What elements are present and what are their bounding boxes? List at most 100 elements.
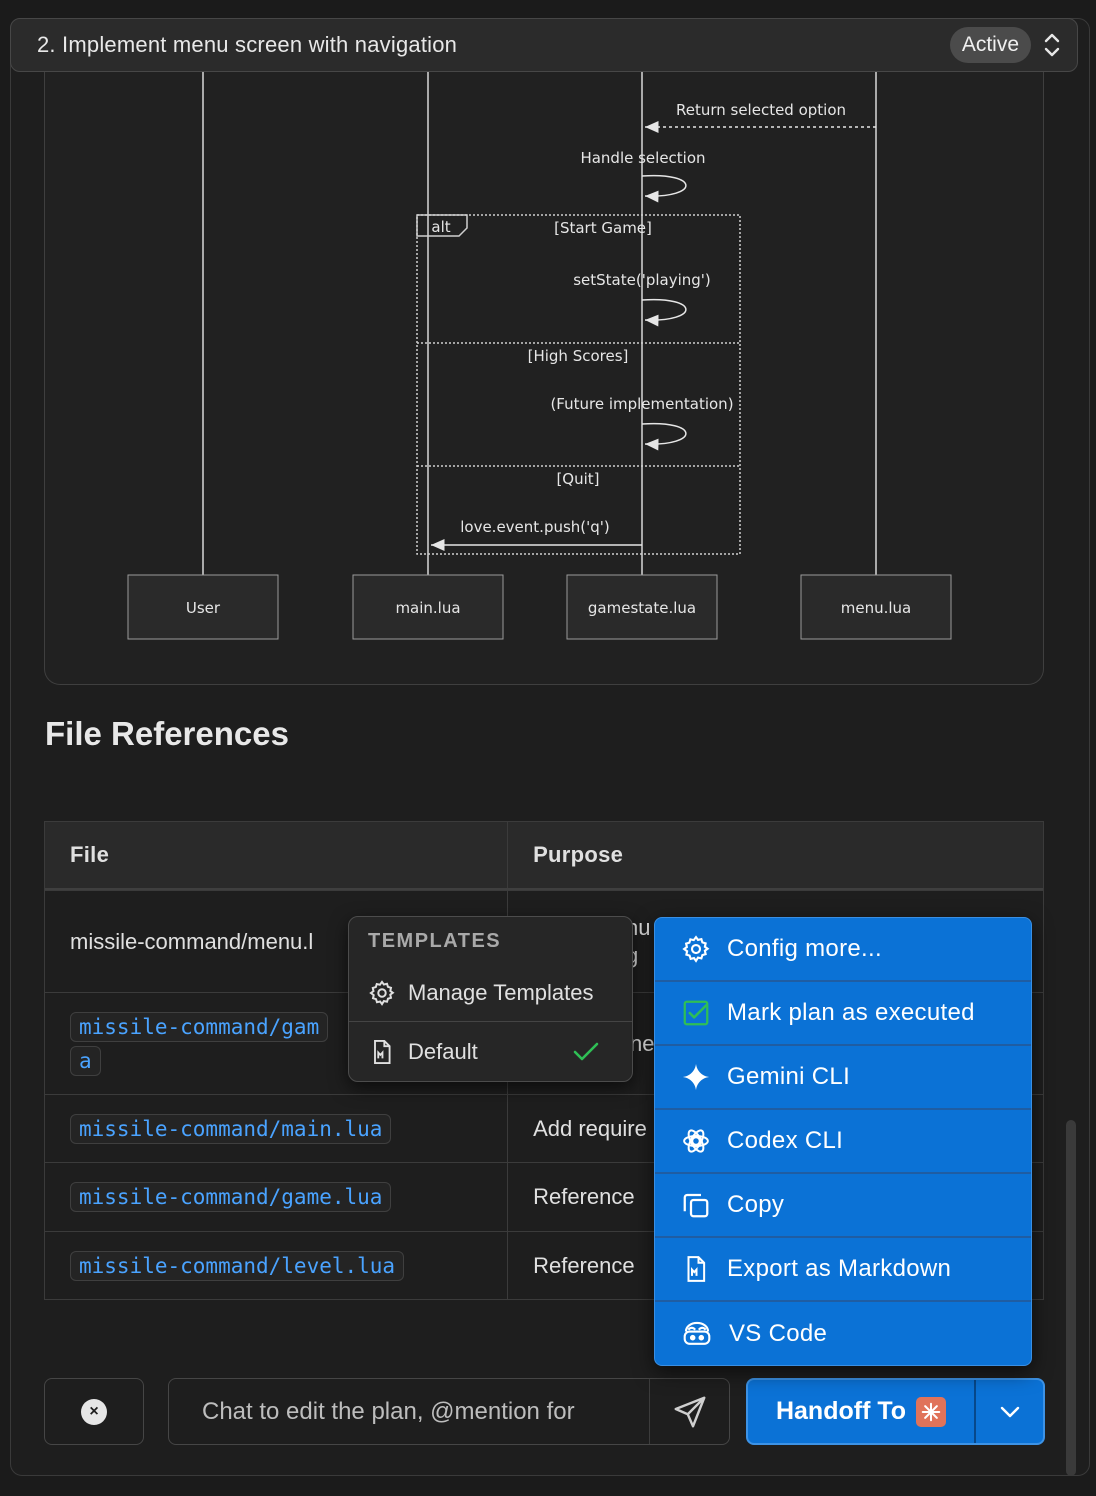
manage-templates-item[interactable]: Manage Templates: [349, 967, 632, 1019]
table-row: missile-command/menu.l nu g: [45, 890, 1043, 992]
file-cell: missile-command/main.lua: [45, 1095, 509, 1162]
markdown-file-icon: [687, 1256, 706, 1282]
send-button[interactable]: [649, 1379, 729, 1444]
self-arrow-handle-selection: [641, 174, 687, 203]
participant-menu: [800, 574, 952, 640]
message-future: (Future implementation): [550, 395, 733, 413]
purpose-cell: ne: [508, 993, 1043, 1094]
file-cell: missile-command/game.lua: [45, 1163, 509, 1231]
menu-item-codex-cli[interactable]: Codex CLI: [655, 1110, 1031, 1174]
menu-item-label: Gemini CLI: [727, 1063, 851, 1090]
alt-fragment-tab: [416, 214, 468, 237]
participant-user: [127, 574, 279, 640]
file-references-table: File Purpose missile-command/menu.l nu g…: [44, 821, 1044, 1300]
participant-user-label: User: [186, 599, 221, 617]
menu-item-vs-code[interactable]: VS Code: [655, 1302, 1031, 1365]
divider: [349, 1021, 632, 1022]
bottom-bar: × Handoff To: [0, 1378, 1096, 1446]
table-header: File Purpose: [45, 822, 1043, 890]
self-arrow-set-state: [641, 298, 687, 327]
copy-icon: [683, 1193, 709, 1218]
menu-item-copy[interactable]: Copy: [655, 1174, 1031, 1238]
message-handle-selection: Handle selection: [580, 149, 705, 167]
chevron-up-down-icon[interactable]: [1041, 29, 1063, 61]
default-template-item[interactable]: Default: [349, 1026, 632, 1078]
participant-gamestate: [566, 574, 718, 640]
handoff-split-button: Handoff To: [746, 1378, 1045, 1445]
column-header-file: File: [45, 822, 509, 888]
send-icon: [674, 1396, 705, 1427]
menu-item-export-markdown[interactable]: Export as Markdown: [655, 1238, 1031, 1302]
claude-icon: [916, 1396, 947, 1427]
handoff-dropdown-button[interactable]: [976, 1380, 1043, 1443]
markdown-file-icon: [374, 1039, 391, 1065]
handoff-button[interactable]: Handoff To: [748, 1380, 976, 1443]
menu-item-label: Export as Markdown: [727, 1255, 952, 1282]
handoff-menu: Config more... Mark plan as executed Gem…: [654, 917, 1032, 1366]
alt-fragment: [416, 214, 741, 555]
file-link[interactable]: missile-command/level.lua: [70, 1250, 405, 1281]
gear-icon: [369, 980, 395, 1006]
templates-label: TEMPLATES: [368, 930, 502, 952]
alt-start-game: [Start Game]: [554, 219, 652, 237]
alt-high-scores: [High Scores]: [528, 347, 629, 365]
file-cell: missile-command/level.lua: [45, 1232, 509, 1299]
menu-item-label: Codex CLI: [727, 1127, 844, 1154]
templates-popup: TEMPLATES Manage Templates Default: [348, 916, 633, 1082]
status-badge[interactable]: Active: [949, 27, 1031, 63]
column-header-purpose: Purpose: [533, 842, 624, 867]
table-row: missile-command/main.lua Add require: [45, 1094, 1043, 1162]
chat-input-box: [168, 1378, 730, 1445]
self-arrow-future: [641, 422, 687, 451]
menu-item-label: VS Code: [729, 1320, 828, 1347]
message-love-event: love.event.push('q'): [460, 518, 610, 536]
purpose-text: ne: [629, 1030, 655, 1056]
handoff-label: Handoff To: [775, 1397, 907, 1425]
cancel-button[interactable]: ×: [44, 1378, 144, 1445]
gemini-icon: [682, 1063, 710, 1091]
menu-item-label: Mark plan as executed: [727, 999, 975, 1026]
copilot-icon: [683, 1321, 711, 1345]
menu-item-label: Config more...: [727, 935, 882, 962]
table-row: missile-command/game.lua Reference: [45, 1162, 1043, 1231]
file-link[interactable]: missile-command/main.lua: [70, 1113, 392, 1144]
file-link[interactable]: missile-command/gam: [70, 1011, 329, 1042]
file-link[interactable]: missile-command/game.lua: [70, 1182, 392, 1212]
file-link[interactable]: a: [70, 1045, 101, 1076]
chevron-down-icon: [1000, 1406, 1019, 1417]
gear-icon: [682, 935, 710, 963]
alt-label: alt: [431, 218, 450, 236]
table-row: missile-command/level.lua Reference: [45, 1231, 1043, 1299]
sequence-diagram: Return selected option Handle selection …: [44, 72, 1044, 685]
message-return-selected: Return selected option: [676, 101, 846, 119]
checkbox-icon: [683, 1000, 709, 1026]
purpose-cell: Add require: [508, 1095, 1043, 1162]
checkmark-icon: [573, 1042, 599, 1061]
plan-step-header[interactable]: 2. Implement menu screen with navigation…: [10, 18, 1078, 72]
menu-item-mark-executed[interactable]: Mark plan as executed: [655, 982, 1031, 1046]
participant-menu-label: menu.lua: [841, 599, 912, 617]
participant-main: [352, 574, 504, 640]
openai-icon: [683, 1129, 709, 1153]
participant-gamestate-label: gamestate.lua: [588, 599, 696, 617]
scrollbar[interactable]: [1066, 1120, 1076, 1476]
purpose-cell: Reference: [508, 1163, 1043, 1231]
manage-templates-label: Manage Templates: [408, 980, 594, 1005]
sequence-diagram-svg: Return selected option Handle selection …: [127, 72, 952, 640]
menu-item-config-more[interactable]: Config more...: [655, 918, 1031, 982]
purpose-text: Reference: [533, 1252, 635, 1278]
menu-item-label: Copy: [727, 1191, 785, 1218]
purpose-text: Reference: [533, 1184, 635, 1209]
participant-main-label: main.lua: [395, 599, 460, 617]
alt-quit: [Quit]: [556, 470, 599, 488]
file-name: missile-command/menu.l: [70, 928, 314, 954]
chat-input[interactable]: [169, 1379, 649, 1444]
menu-item-gemini-cli[interactable]: Gemini CLI: [655, 1046, 1031, 1110]
purpose-cell: Reference: [508, 1232, 1043, 1299]
section-title: File References: [45, 715, 289, 752]
close-icon: ×: [81, 1398, 107, 1425]
default-template-label: Default: [408, 1039, 478, 1064]
message-set-state: setState('playing'): [573, 271, 711, 289]
plan-step-title: 2. Implement menu screen with navigation: [37, 32, 458, 57]
purpose-text: Add require: [533, 1115, 647, 1141]
